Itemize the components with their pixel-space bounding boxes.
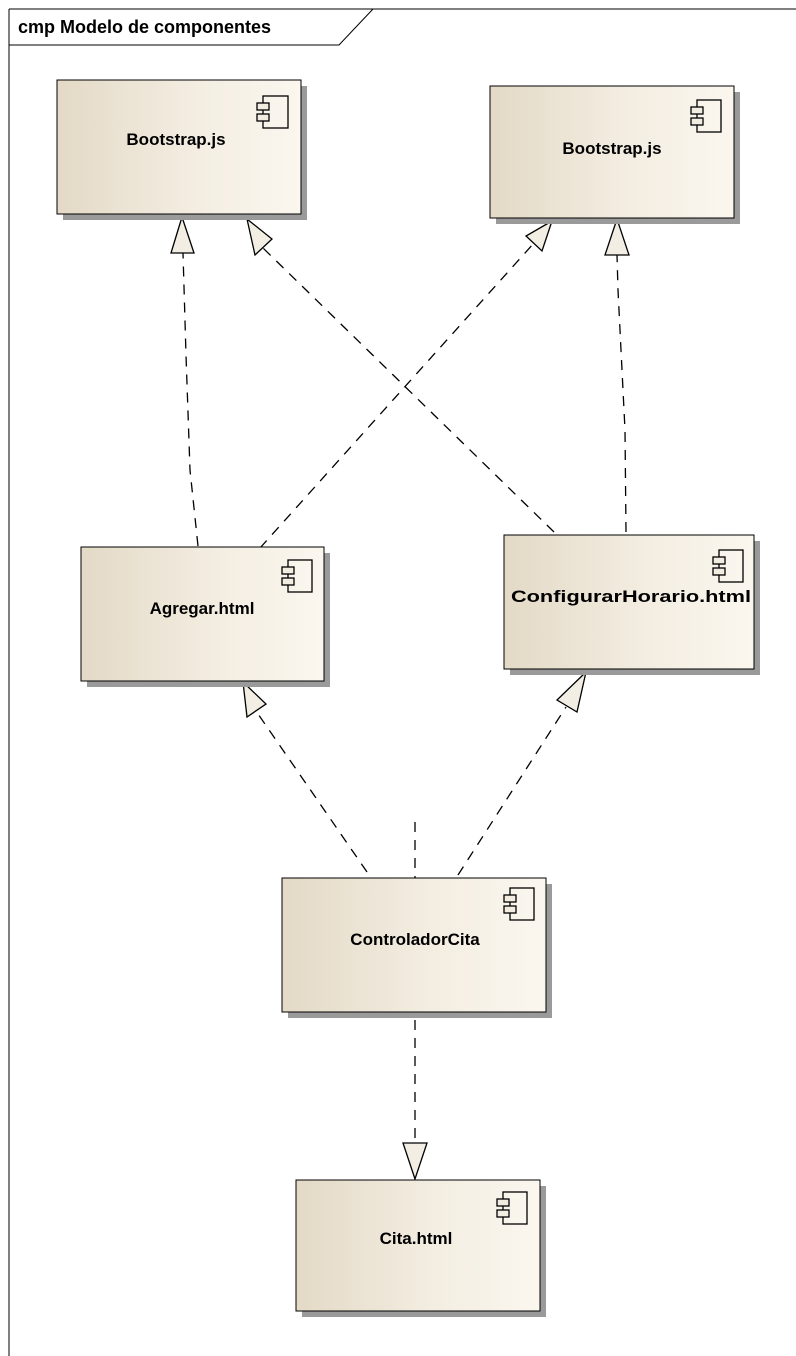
realization-controlador-agregar	[255, 710, 368, 873]
uml-component-icon	[712, 549, 744, 583]
realization-configurar-bootstrap-1	[262, 247, 555, 533]
component-label: Agregar.html	[150, 599, 255, 618]
uml-component-icon	[503, 887, 535, 921]
arrowhead-bootstrap-2-a	[524, 219, 554, 253]
component-controlador[interactable]: ControladorCita	[281, 877, 552, 1018]
uml-component-icon	[690, 99, 722, 133]
arrowhead-configurar	[555, 670, 588, 714]
component-label: ControladorCita	[350, 930, 480, 949]
arrowhead-bootstrap-1-a	[170, 214, 195, 254]
arrowhead-agregar	[242, 680, 268, 719]
component-cita[interactable]: Cita.html	[295, 1179, 546, 1317]
diagram-frame: cmp Modelo de componentes	[8, 8, 796, 1356]
realization-configurar-bootstrap-2	[616, 254, 627, 533]
uml-component-icon	[256, 95, 289, 129]
component-label: ConfigurarHorario.html	[511, 587, 751, 606]
component-agregar[interactable]: Agregar.html	[80, 546, 330, 687]
realization-agregar-bootstrap-1	[182, 252, 199, 547]
component-label: Bootstrap.js	[126, 130, 225, 149]
component-label: Bootstrap.js	[562, 139, 661, 158]
component-bootstrap-2[interactable]: Bootstrap.js	[489, 85, 740, 224]
uml-component-icon	[496, 1191, 528, 1225]
component-label: Cita.html	[380, 1229, 453, 1248]
connectors	[182, 242, 627, 1143]
arrowhead-cita	[402, 1142, 428, 1182]
realization-controlador-configurar	[457, 706, 567, 876]
frame-title: cmp Modelo de componentes	[18, 17, 271, 37]
component-configurar[interactable]: ConfigurarHorario.html	[503, 534, 760, 675]
uml-component-icon	[281, 559, 313, 593]
realization-agregar-bootstrap-2	[259, 242, 535, 549]
arrowhead-bootstrap-1-b	[245, 217, 273, 257]
arrowhead-bootstrap-2-b	[604, 216, 630, 256]
arrowheads	[170, 214, 630, 1182]
component-bootstrap-1[interactable]: Bootstrap.js	[56, 79, 307, 220]
